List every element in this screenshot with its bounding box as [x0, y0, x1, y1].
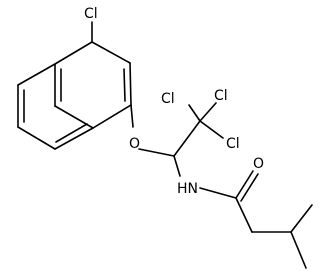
bond: [17, 63, 56, 86]
bond: [138, 148, 175, 157]
bond: [199, 187, 237, 199]
bond: [55, 123, 88, 143]
bond: [129, 62, 132, 106]
bond: [130, 104, 134, 128]
bond: [54, 127, 94, 150]
chlorine-atom-label: Cl: [161, 91, 175, 107]
bond: [235, 170, 254, 199]
bond: [123, 68, 126, 102]
chlorine-atom-label: Cl: [226, 136, 240, 152]
bond: [290, 204, 313, 233]
chlorine-atom-label: Cl: [84, 6, 98, 22]
bond: [199, 120, 224, 139]
bond: [54, 41, 93, 65]
amide-nitrogen-label: HN: [177, 181, 198, 197]
bond: [92, 104, 132, 129]
bond: [91, 41, 131, 64]
bond: [290, 231, 307, 269]
bond: [173, 120, 201, 157]
bond: [199, 102, 217, 122]
bonds: [17, 21, 313, 269]
atom-labels: Cl O Cl Cl Cl HN O: [84, 6, 264, 197]
bond: [240, 173, 259, 202]
bond: [235, 197, 253, 233]
bond: [17, 126, 56, 150]
chlorine-atom-label: Cl: [214, 88, 228, 104]
bond: [188, 104, 201, 122]
bond: [173, 155, 181, 177]
ether-oxygen-label: O: [129, 136, 140, 152]
carbonyl-oxygen-label: O: [253, 156, 264, 172]
